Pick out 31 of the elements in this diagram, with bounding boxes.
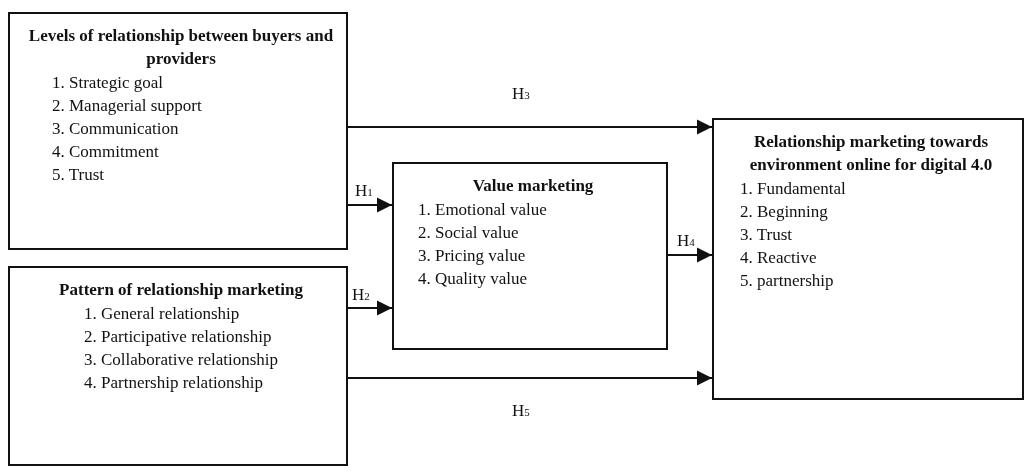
box-heading: Relationship marketing towards environment online for digital 4.0 [748,131,994,176]
list-item: 2. Social value [417,222,520,244]
arrow [348,300,392,316]
list-item: 1. General relationship [83,303,241,325]
box-heading: Levels of relationship between buyers and providers [27,25,335,70]
list-item: 3. Trust [739,224,793,246]
box-heading: Pattern of relationship marketing [58,279,304,301]
arrow [668,247,712,263]
list-item: 5. Trust [51,164,105,186]
list-item: 4. Commitment [51,141,160,163]
list-item: 2. Managerial support [51,95,203,117]
box-heading: Value marketing [471,175,595,197]
concept-box [8,266,348,466]
concept-box [712,118,1024,400]
arrow [348,370,712,386]
arrow [348,119,712,135]
list-item: 4. Reactive [739,247,818,269]
list-item: 1. Fundamental [739,178,847,200]
concept-box [392,162,668,350]
list-item: 4. Quality value [417,268,529,290]
arrow [348,197,392,213]
concept-box [8,12,348,250]
list-item: 3. Pricing value [417,245,527,267]
list-item: 1. Strategic goal [51,72,164,94]
list-item: 3. Communication [51,118,180,140]
list-item: 2. Beginning [739,201,829,223]
list-item: 1. Emotional value [417,199,548,221]
list-item: 4. Partnership relationship [83,372,264,394]
list-item: 5. partnership [739,270,835,292]
list-item: 2. Participative relationship [83,326,273,348]
list-item: 3. Collaborative relationship [83,349,280,371]
